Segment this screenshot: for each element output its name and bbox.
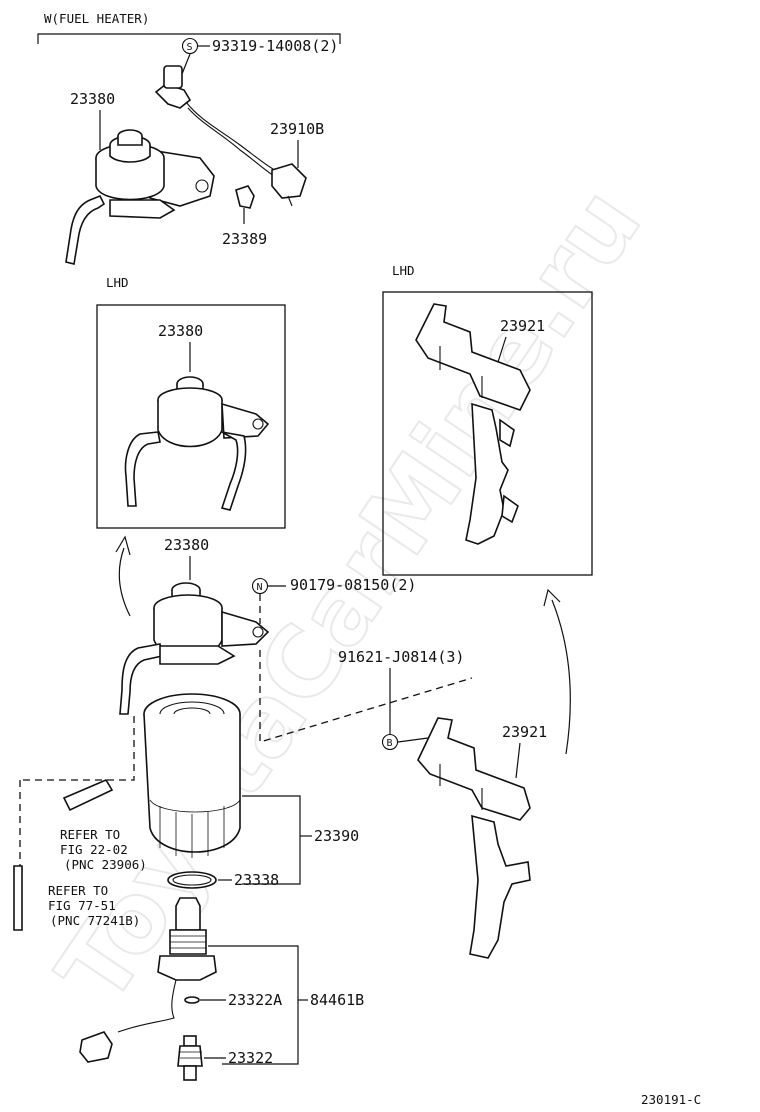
drain-plug-23322	[177, 1035, 203, 1081]
fuel-heater-wire-23910b	[154, 65, 307, 207]
part-label-23380-main: 23380	[164, 536, 209, 554]
section-title: W(FUEL HEATER)	[44, 11, 149, 26]
part-label-91621-j0814: 91621-J0814(3)	[338, 648, 464, 666]
symbol-n: N	[251, 577, 269, 595]
part-label-23921-lhd: 23921	[500, 317, 545, 335]
filter-head-23380-main	[119, 582, 270, 715]
part-label-23380-lhd: 23380	[158, 322, 203, 340]
part-label-23390: 23390	[314, 827, 359, 845]
refer-note-fig-22-02: REFER TO FIG 22-02 (PNC 23906)	[60, 827, 147, 872]
refer-note-fig-77-51: REFER TO FIG 77-51 (PNC 77241B)	[48, 883, 140, 928]
lhd-right-box	[382, 291, 593, 576]
diagram-code: 230191-C	[641, 1092, 701, 1107]
o-ring-23322a	[184, 996, 200, 1004]
part-label-23389: 23389	[222, 230, 267, 248]
variant-label-lhd-left: LHD	[106, 275, 129, 290]
watermark: ToyotaCarMine.ru	[36, 169, 663, 1023]
dashed-leader-main	[259, 650, 473, 743]
part-label-23338: 23338	[234, 871, 279, 889]
part-label-93319-14008: 93319-14008(2)	[212, 37, 338, 55]
svg-text:N: N	[257, 582, 263, 593]
part-label-23910b: 23910B	[270, 120, 324, 138]
hose-refer-22-02	[62, 778, 114, 812]
o-ring-23338	[167, 871, 217, 889]
svg-text:REFER TO: REFER TO	[48, 883, 108, 898]
part-label-23921-main: 23921	[502, 723, 547, 741]
svg-text:(PNC 23906): (PNC 23906)	[64, 857, 147, 872]
variant-label-lhd-right: LHD	[392, 263, 415, 278]
svg-text:FIG 77-51: FIG 77-51	[48, 898, 116, 913]
water-sensor-84461b	[79, 897, 217, 1063]
fuel-filter-23390	[143, 693, 241, 858]
part-label-23380-top: 23380	[70, 90, 115, 108]
svg-text:B: B	[387, 738, 393, 749]
svg-text:S: S	[187, 42, 193, 53]
bracket-23921-lhd	[415, 303, 531, 545]
filter-head-23380-top	[65, 129, 215, 265]
part-label-84461b: 84461B	[310, 991, 364, 1009]
pipe-refer-77-51	[13, 865, 23, 931]
part-label-90179-08150: 90179-08150(2)	[290, 576, 416, 594]
arrow-to-lhd-right	[551, 599, 571, 755]
arrow-to-lhd-left	[118, 547, 131, 617]
symbol-s: S	[181, 37, 199, 55]
clip-23389	[235, 185, 255, 209]
part-label-23322a: 23322A	[228, 991, 282, 1009]
bracket-23921-main	[417, 717, 531, 959]
filter-head-23380-lhd	[124, 376, 270, 511]
svg-text:FIG 22-02: FIG 22-02	[60, 842, 128, 857]
svg-text:(PNC 77241B): (PNC 77241B)	[50, 913, 140, 928]
lhd-left-box	[96, 304, 286, 529]
svg-text:REFER TO: REFER TO	[60, 827, 120, 842]
part-label-23322: 23322	[228, 1049, 273, 1067]
section-bracket	[37, 33, 341, 44]
symbol-b: B	[381, 733, 399, 751]
